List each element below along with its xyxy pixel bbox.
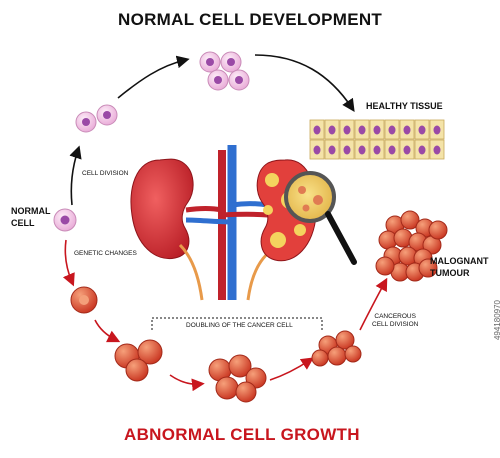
- title-normal-cell-development: NORMAL CELL DEVELOPMENT: [118, 10, 383, 29]
- normal-cells-group: [199, 51, 250, 91]
- cancer-cells-dividing: [311, 330, 362, 367]
- tissue-cell-nucleus: [328, 125, 336, 135]
- label-cell-division: CELL DIVISION: [82, 170, 129, 177]
- label-normal-cell: NORMAL CELL: [11, 206, 51, 229]
- tissue-cell-nucleus: [313, 145, 321, 155]
- tissue-cell-nucleus: [313, 125, 321, 135]
- normal-cell-single: [53, 208, 77, 232]
- tissue-cell-nucleus: [418, 145, 426, 155]
- label-healthy-tissue: HEALTHY TISSUE: [366, 101, 443, 111]
- label-malignant-tumour: MALOGNANT TUMOUR: [430, 256, 489, 279]
- kidneys-illustration: [130, 145, 357, 301]
- tumour-cell: [375, 256, 395, 276]
- title-abnormal-cell-growth: ABNORMAL CELL GROWTH: [124, 425, 360, 444]
- tissue-cell-nucleus: [343, 125, 351, 135]
- label-cancerous-cell-division: CANCEROUS CELL DIVISION: [372, 313, 419, 329]
- tissue-cell-nucleus: [328, 145, 336, 155]
- normal-cells-pair: [75, 104, 118, 133]
- tissue-cell-nucleus: [358, 145, 366, 155]
- tissue-cell-nucleus: [388, 125, 396, 135]
- tissue-cell-nucleus: [433, 145, 441, 155]
- tissue-cell-nucleus: [403, 125, 411, 135]
- tissue-cell-nucleus: [373, 145, 381, 155]
- cancer-cells-cluster: [208, 354, 267, 403]
- label-doubling-cancer-cell: DOUBLING OF THE CANCER CELL: [186, 322, 293, 329]
- tissue-cell-nucleus: [373, 125, 381, 135]
- stock-id: 494180970: [493, 300, 500, 341]
- doubling-bracket: [151, 317, 323, 332]
- cancer-cell-single: [70, 286, 98, 314]
- tissue-cell-nucleus: [388, 145, 396, 155]
- malignant-tumour: [375, 210, 448, 282]
- tissue-cell-nucleus: [358, 125, 366, 135]
- tissue-cell-nucleus: [403, 145, 411, 155]
- label-genetic-changes: GENETIC CHANGES: [74, 250, 137, 257]
- tissue-cell-nucleus: [433, 125, 441, 135]
- cancer-cells-two: [114, 339, 163, 382]
- tumour-cell: [400, 210, 420, 230]
- tissue-cell-nucleus: [418, 125, 426, 135]
- tumour-cell: [418, 258, 438, 278]
- normal-pathway-arrows: [69, 54, 355, 206]
- abnormal-pathway-arrows: [62, 239, 388, 392]
- healthy-tissue: [309, 119, 445, 160]
- tissue-cell-nucleus: [343, 145, 351, 155]
- tumour-cell: [428, 220, 448, 240]
